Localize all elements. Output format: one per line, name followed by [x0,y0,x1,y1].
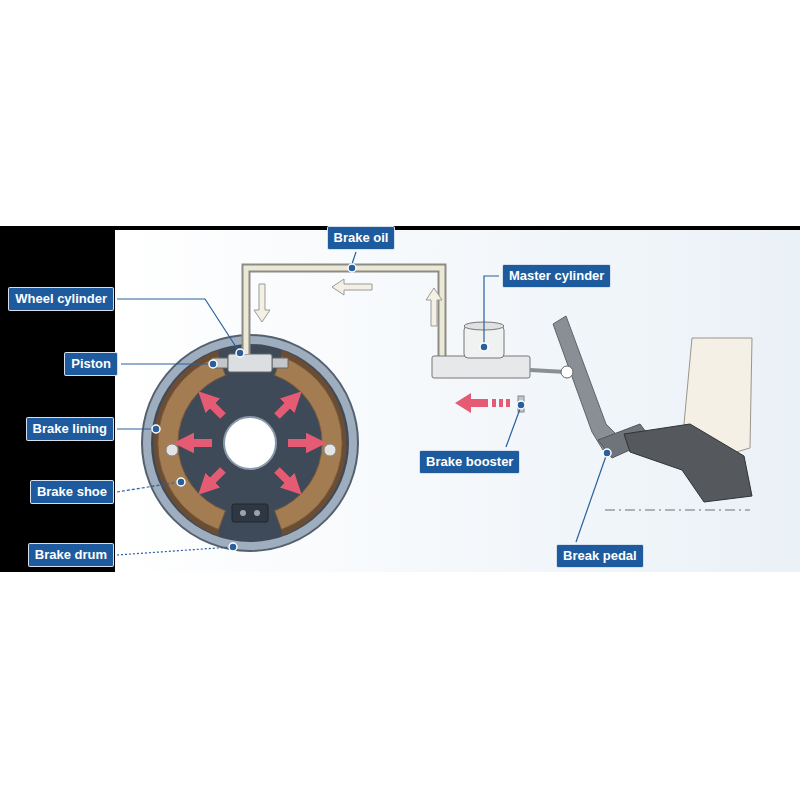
leader-line [484,276,499,343]
leader-dot [480,343,488,351]
callout-label: Wheel cylinder [9,288,113,310]
leader-line [576,456,606,542]
flow-arrow [332,279,372,295]
brake-shoe [275,357,343,530]
label-text: Piston [71,356,111,372]
leader-line [117,299,238,350]
force-arrow [277,403,290,416]
leader-dot [152,425,160,433]
leader-dots [152,264,611,551]
drum-brake [142,335,358,551]
callout-label: Piston [65,353,117,375]
pedal-pivot [561,366,573,378]
floor-line [605,509,750,511]
force-arrow [277,470,290,483]
booster-arrow [455,393,510,413]
master-cylinder [432,356,530,378]
force-arrows [190,403,310,483]
force-arrow [210,470,223,483]
label-text: Wheel cylinder [15,291,107,307]
leader-dot [229,543,237,551]
brake-drum-ring [142,335,358,551]
label-text: Master cylinder [509,268,604,284]
label-text: Brake oil [334,230,389,246]
panel-ground [115,230,800,572]
callout-label: Brake shoe [31,481,113,503]
callout-label: Brake booster [420,451,519,473]
leader-dot [209,360,217,368]
leader-dot [348,264,356,272]
callout-label: Brake lining [27,418,113,440]
label-text: Brake drum [35,547,107,563]
pedal-arm [553,316,620,450]
leader-line [121,363,210,364]
anchor-block [232,504,268,522]
callout-label: Master cylinder [503,265,610,287]
leader-line [117,428,154,429]
leader-dot [177,478,185,486]
label-text: Brake lining [33,421,107,437]
force-arrow [210,403,223,416]
brake-pipe [246,268,442,356]
leader-line [506,409,520,447]
left-black-panel [0,226,115,572]
anchor-hole [240,510,246,516]
callout-label: Break pedal [557,545,643,567]
force-arrow [190,439,212,447]
brake-pipe [246,268,442,356]
leader-dot [236,349,244,357]
leader-dot [603,449,611,457]
force-arrow [288,439,310,447]
leader-lines [117,252,606,555]
anchor-hole [254,510,260,516]
leader-line [117,547,231,555]
label-text: Brake booster [426,454,513,470]
shoe [624,424,752,502]
booster-mark [518,396,524,412]
backing-plate [151,344,349,542]
callout-label: Brake drum [29,544,113,566]
top-black-rule [0,226,800,230]
pivot-pin [324,444,336,456]
leader-dot [517,401,525,409]
piston [272,358,288,368]
pivot-pin [166,444,178,456]
hub-hole [224,417,276,469]
flow-arrow [254,284,270,322]
leader-line [352,252,356,264]
brake-shoe [158,357,226,530]
label-text: Break pedal [563,548,637,564]
leader-line [117,482,179,492]
callout-label: Brake oil [328,227,395,249]
wheel-cylinder [228,354,272,372]
label-text: Brake shoe [37,484,107,500]
flow-arrow [426,288,442,326]
